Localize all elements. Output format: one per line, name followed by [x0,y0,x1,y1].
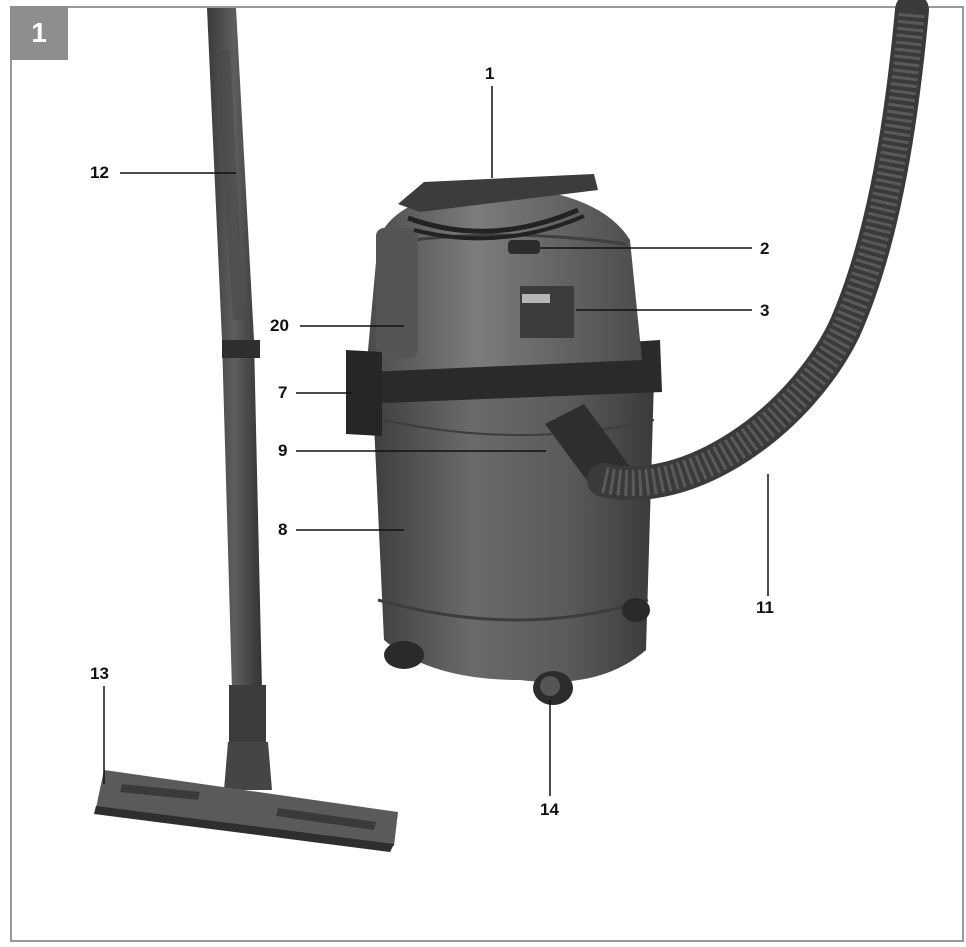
callout-label-floor-nozzle: 13 [90,664,109,683]
callout-label-clip: 7 [278,383,288,402]
callout-label-hose: 11 [756,598,774,617]
handle-shape [398,174,598,254]
motor-head-shape [366,186,642,372]
figure-frame [10,6,964,942]
callout-label-handle: 1 [485,64,495,83]
leader-lines [103,86,769,796]
hose-shape [545,0,929,501]
callout-label-cable: 20 [270,316,289,335]
callout-label-container: 8 [278,520,288,539]
callout-label-suction-tube: 12 [90,163,109,182]
floor-nozzle-shape [94,742,398,852]
callout-label-suction-connector: 9 [278,441,288,460]
callout-label-motor-head: 3 [760,301,770,320]
callout-label-castor: 14 [540,800,559,819]
container-shape [372,380,655,682]
suction-tube-shape [207,8,266,750]
callout-label-cable-hook: 2 [760,239,770,258]
clip-shape [346,350,382,436]
castor-shape [533,671,573,705]
figure-number: 1 [10,6,68,60]
